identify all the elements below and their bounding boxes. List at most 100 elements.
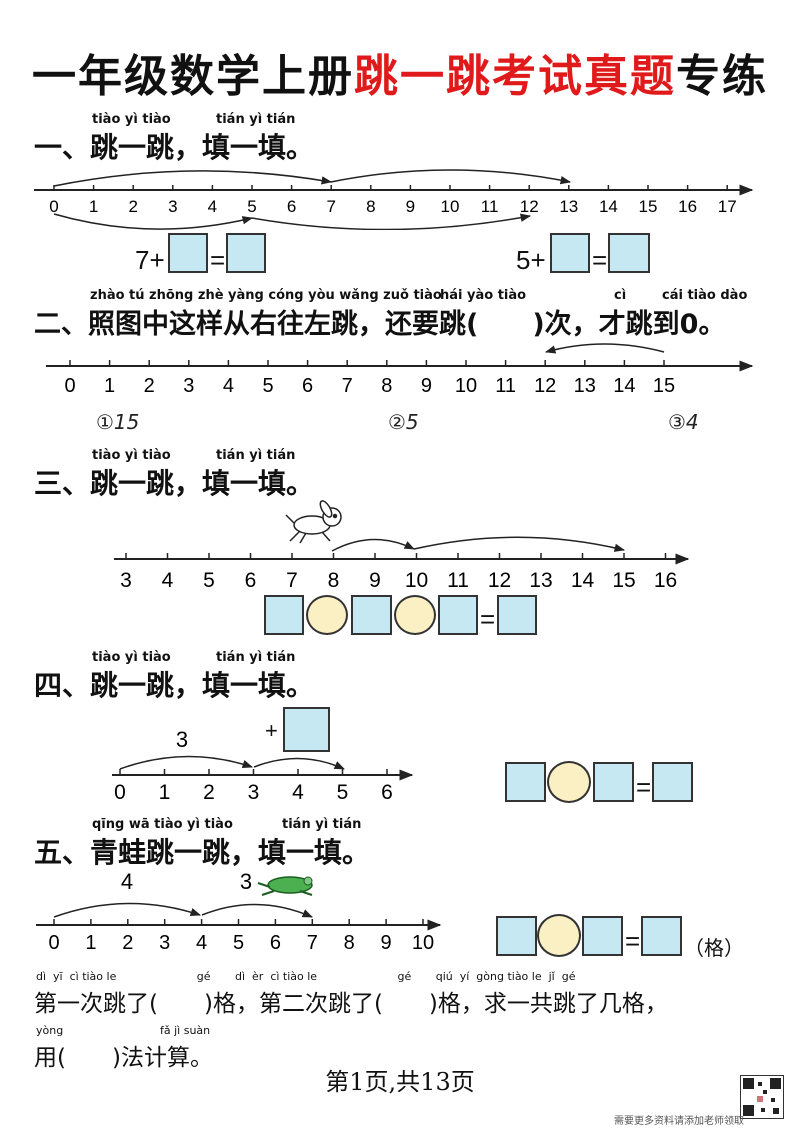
q5-tick-label: 7: [307, 932, 318, 954]
q4-pinyin-1: tiào yì tiào: [92, 650, 171, 665]
q5-equals: =: [625, 926, 641, 956]
q3-tick-label: 11: [447, 569, 469, 592]
q1-tick-label: 0: [49, 197, 58, 216]
q1-jump-arc-1: [53, 170, 333, 187]
dog-illustration: [285, 500, 342, 544]
q1-tick-label: 4: [208, 197, 217, 216]
q3-jump-arc-1: [331, 538, 415, 552]
q3-jump-arc-2: [413, 536, 626, 552]
q5-tick-label: 6: [270, 932, 281, 954]
q2-tick-label: 6: [302, 375, 313, 397]
q4-jump-arc-1: [119, 755, 253, 770]
q5-line1-text: 第一次跳了( )格，第二次跳了( )格，求一共跳了几格，: [34, 991, 668, 1017]
q3-tick-label: 12: [488, 569, 511, 592]
q1-eq1-equals: =: [210, 245, 226, 275]
q3-box-1[interactable]: [264, 595, 304, 635]
q1-jump-arc-2: [330, 169, 572, 185]
q4-heading: 四、跳一跳，填一填。: [34, 669, 315, 702]
q4-plus-sign: +: [265, 718, 278, 743]
q3-box-3[interactable]: [438, 595, 478, 635]
q5-line1-pinyin: dì yī cì tiào le gé dì èr cì tiào le gé …: [36, 970, 576, 983]
q1-heading: 一、跳一跳，填一填。: [34, 131, 315, 164]
q5-pinyin-1: qīng wā tiào yì tiào: [92, 817, 233, 832]
q4-tick-label: 3: [248, 781, 260, 804]
q1-jump-arc-4: [251, 213, 532, 230]
q3-tick-label: 8: [328, 569, 340, 592]
q2-option-3[interactable]: ③4: [668, 410, 699, 434]
q5-line2-text: 用( )法计算。: [34, 1045, 213, 1071]
q3-pinyin-1: tiào yì tiào: [92, 448, 171, 463]
q3-tick-label: 7: [286, 569, 298, 592]
q3-tick-label: 9: [369, 569, 381, 592]
page-number: 第1页,共13页: [325, 1068, 475, 1096]
q3-tick-label: 14: [571, 569, 595, 592]
q5-result-box[interactable]: [641, 916, 682, 956]
q5-tick-label: 8: [344, 932, 355, 954]
q3-tick-label: 4: [162, 569, 174, 592]
q4-pinyin-2: tián yì tián: [216, 650, 296, 665]
q3-result-box[interactable]: [497, 595, 537, 635]
q2-pinyin-4: cái tiào dào: [662, 288, 748, 303]
q5-box-2[interactable]: [582, 916, 623, 956]
q2-option-1[interactable]: ①15: [96, 410, 140, 434]
title-part-1: 一年级数学上册: [32, 51, 354, 102]
frog-illustration: [257, 876, 313, 896]
q1-tick-label: 11: [481, 197, 499, 216]
q2-tick-label: 0: [64, 375, 75, 397]
q5-box-1[interactable]: [496, 916, 537, 956]
q4-box-1[interactable]: [505, 762, 546, 802]
q1-tick-label: 7: [326, 197, 335, 216]
q1-tick-label: 8: [366, 197, 375, 216]
q4-jump-box[interactable]: [283, 707, 330, 752]
q5-tick-label: 1: [85, 932, 96, 954]
q4-operator-circle[interactable]: [547, 761, 591, 803]
q1-eq1-result-box[interactable]: [226, 233, 266, 273]
q3-box-2[interactable]: [351, 595, 392, 635]
q4-tick-label: 1: [159, 781, 171, 804]
q1-jump-arc-3: [53, 213, 254, 230]
q2-tick-label: 7: [342, 375, 353, 397]
q1-tick-label: 9: [406, 197, 415, 216]
q5-tick-label: 0: [48, 932, 59, 954]
q5-tick-label: 3: [159, 932, 170, 954]
q2-option-2[interactable]: ②5: [388, 410, 419, 434]
q3-equals: =: [480, 604, 496, 634]
q4-jump-label: 3: [176, 727, 188, 752]
q4-result-box[interactable]: [652, 762, 693, 802]
q3-operator-circle-1[interactable]: [306, 595, 348, 635]
footer-note: 需要更多资料请添加老师领取: [614, 1116, 744, 1127]
q4-tick-label: 6: [381, 781, 393, 804]
q1-eq2-prefix: 5+: [516, 245, 546, 275]
q5-operator-circle[interactable]: [537, 914, 581, 957]
q2-tick-label: 4: [223, 375, 234, 397]
q2-heading: 二、照图中这样从右往左跳，还要跳( )次，才跳到0。: [34, 309, 726, 340]
q1-tick-label: 1: [89, 197, 98, 216]
q1-tick-label: 13: [559, 197, 578, 216]
page-title: 一年级数学上册跳一跳考试真题专练: [0, 40, 800, 104]
q1-eq2-result-box[interactable]: [608, 233, 650, 273]
q1-tick-label: 17: [718, 197, 737, 216]
q1-eq2-answer-box[interactable]: [550, 233, 590, 273]
q1-tick-label: 3: [168, 197, 177, 216]
q4-tick-label: 0: [114, 781, 126, 804]
q3-tick-label: 10: [405, 569, 428, 592]
q3-operator-circle-2[interactable]: [394, 595, 436, 635]
q4-tick-label: 2: [203, 781, 215, 804]
q3-heading: 三、跳一跳，填一填。: [34, 467, 315, 500]
q5-line2-pinyin-a: yòng: [36, 1024, 64, 1037]
q1-tick-label: 16: [678, 197, 697, 216]
q2-tick-label: 11: [495, 375, 516, 397]
q4-box-2[interactable]: [593, 762, 634, 802]
q5-jump-label-2: 3: [240, 869, 252, 894]
q1-pinyin-2: tián yì tián: [216, 112, 296, 127]
q2-tick-label: 5: [262, 375, 273, 397]
q3-tick-label: 16: [654, 569, 677, 592]
qr-code: [740, 1075, 784, 1119]
q5-jump-arc-2: [201, 903, 313, 918]
q2-tick-label: 8: [381, 375, 392, 397]
q1-eq1-answer-box[interactable]: [168, 233, 208, 273]
